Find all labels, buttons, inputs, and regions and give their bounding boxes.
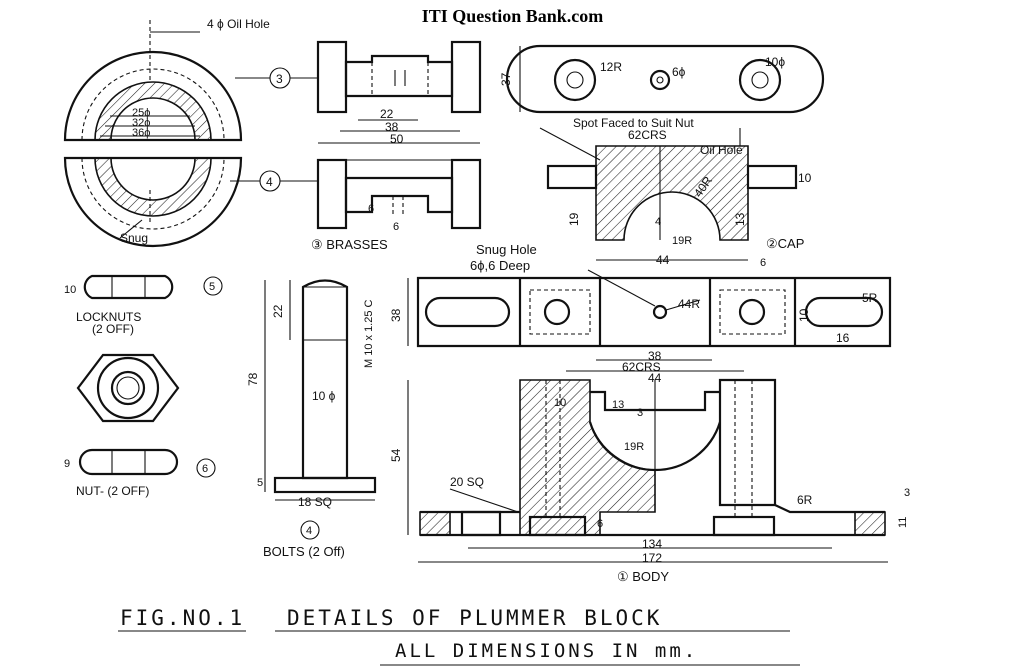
dim-36: 36ϕ xyxy=(132,127,150,139)
lock-nut xyxy=(83,274,174,300)
dim-cap-62crs: 62CRS xyxy=(628,128,667,142)
drawing-title: DETAILS OF PLUMMER BLOCK xyxy=(287,606,663,630)
dim-bolt-22: 22 xyxy=(271,304,285,318)
dim-plan-44r: 44R xyxy=(678,297,700,311)
dim-body-3: 3 xyxy=(637,407,643,419)
fig-number: FIG.NO.1 xyxy=(120,606,246,630)
brasses-front-bottom xyxy=(316,158,482,230)
dim-brass-38: 38 xyxy=(385,120,399,134)
dim-bolt-78: 78 xyxy=(246,372,260,386)
nut xyxy=(78,448,179,476)
callout-6: 6 xyxy=(202,463,208,475)
dim-body-13: 13 xyxy=(612,399,624,411)
dim-cap-44: 44 xyxy=(656,253,670,267)
dim-cap-6b: 6 xyxy=(760,257,766,269)
lock-nuts-qty: (2 OFF) xyxy=(92,322,134,336)
site-title: ITI Question Bank.com xyxy=(421,6,604,26)
brasses-plan-top xyxy=(63,20,243,142)
dim-brass-6a: 6 xyxy=(368,203,374,215)
dim-cap-19: 19 xyxy=(567,212,581,226)
dim-plan-5r: 5R xyxy=(862,291,878,305)
dim-cap-6: 6ϕ xyxy=(672,65,686,79)
dim-body-62crs: 62CRS xyxy=(622,360,661,374)
brasses-plan-bottom xyxy=(63,156,243,248)
cap-front xyxy=(539,127,798,241)
bolt xyxy=(264,279,377,501)
nut-label: NUT- (2 OFF) xyxy=(76,484,149,498)
callout-4b: 4 xyxy=(306,525,312,537)
dim-body-54: 54 xyxy=(389,448,403,462)
callout-5: 5 xyxy=(209,281,215,293)
dim-bolt-5: 5 xyxy=(257,477,263,489)
dim-brass-50: 50 xyxy=(390,132,404,146)
dim-body-10: 10 xyxy=(554,397,566,409)
callout-3: 3 xyxy=(276,72,283,86)
callout-4: 4 xyxy=(266,175,273,189)
dim-cap-10: 10ϕ xyxy=(765,55,785,69)
dim-cap-13: 13 xyxy=(733,212,747,226)
square-label: 20 SQ xyxy=(450,475,484,489)
dim-body-134: 134 xyxy=(642,537,662,551)
brasses-front-top xyxy=(316,40,482,114)
cap-plan xyxy=(505,44,825,114)
dim-32: 32ϕ xyxy=(132,117,150,129)
dim-bolt-10: 10 ϕ xyxy=(312,389,336,403)
dim-body-6: 6 xyxy=(597,518,603,530)
body-plan xyxy=(407,269,892,348)
dim-nut-9: 9 xyxy=(64,458,70,470)
dim-25: 25ϕ xyxy=(132,107,150,119)
lock-nuts-label: LOCKNUTS xyxy=(76,310,141,324)
bolts-label: BOLTS (2 Off) xyxy=(263,544,345,559)
bolt-head-dim: 18 SQ xyxy=(298,495,332,509)
brasses-label: ③ BRASSES xyxy=(311,237,388,252)
dim-body-3b: 3 xyxy=(904,487,910,499)
dim-body-172: 172 xyxy=(642,551,662,565)
dim-cap-19r: 19R xyxy=(672,235,692,247)
dim-plan-10: 10 xyxy=(797,308,811,322)
callout-5-circle xyxy=(203,276,223,296)
snug-label: Snug xyxy=(120,231,148,245)
dim-cap-12r: 12R xyxy=(600,60,622,74)
cap-label: ②CAP xyxy=(766,236,804,251)
thread-label: M 10 x 1.25 C xyxy=(363,299,375,368)
oil-hole-label: 4 ϕ Oil Hole xyxy=(207,17,270,31)
drawing-subtitle: ALL DIMENSIONS IN mm. xyxy=(395,640,699,662)
dim-cap-10b: 10 xyxy=(798,171,812,185)
dim-nut-10: 10 xyxy=(64,284,76,296)
body-front xyxy=(407,359,888,563)
dim-plan-38: 38 xyxy=(389,308,403,322)
dim-body-6r: 6R xyxy=(797,493,813,507)
nut-plan xyxy=(76,353,180,423)
snug-hole-label: Snug Hole xyxy=(476,242,537,257)
dim-body-38: 38 xyxy=(648,349,662,363)
callout-4b-circle xyxy=(300,520,320,540)
dim-plan-16: 16 xyxy=(836,331,850,345)
dim-cap-37: 37 xyxy=(499,72,513,86)
body-label: ① BODY xyxy=(617,569,669,584)
dim-brass-22: 22 xyxy=(380,107,394,121)
dim-body-11: 11 xyxy=(897,517,909,528)
dim-body-19r: 19R xyxy=(624,441,644,453)
dim-brass-6b: 6 xyxy=(393,221,399,233)
spot-faced-label: Spot Faced to Suit Nut xyxy=(573,116,694,130)
cap-oil-hole-label: Oil Hole xyxy=(700,143,743,157)
dim-cap-4: 4 xyxy=(655,216,661,228)
snug-hole-depth: 6ϕ,6 Deep xyxy=(470,258,530,273)
dim-body-44: 44 xyxy=(648,371,662,385)
callout-6-circle xyxy=(196,458,216,478)
